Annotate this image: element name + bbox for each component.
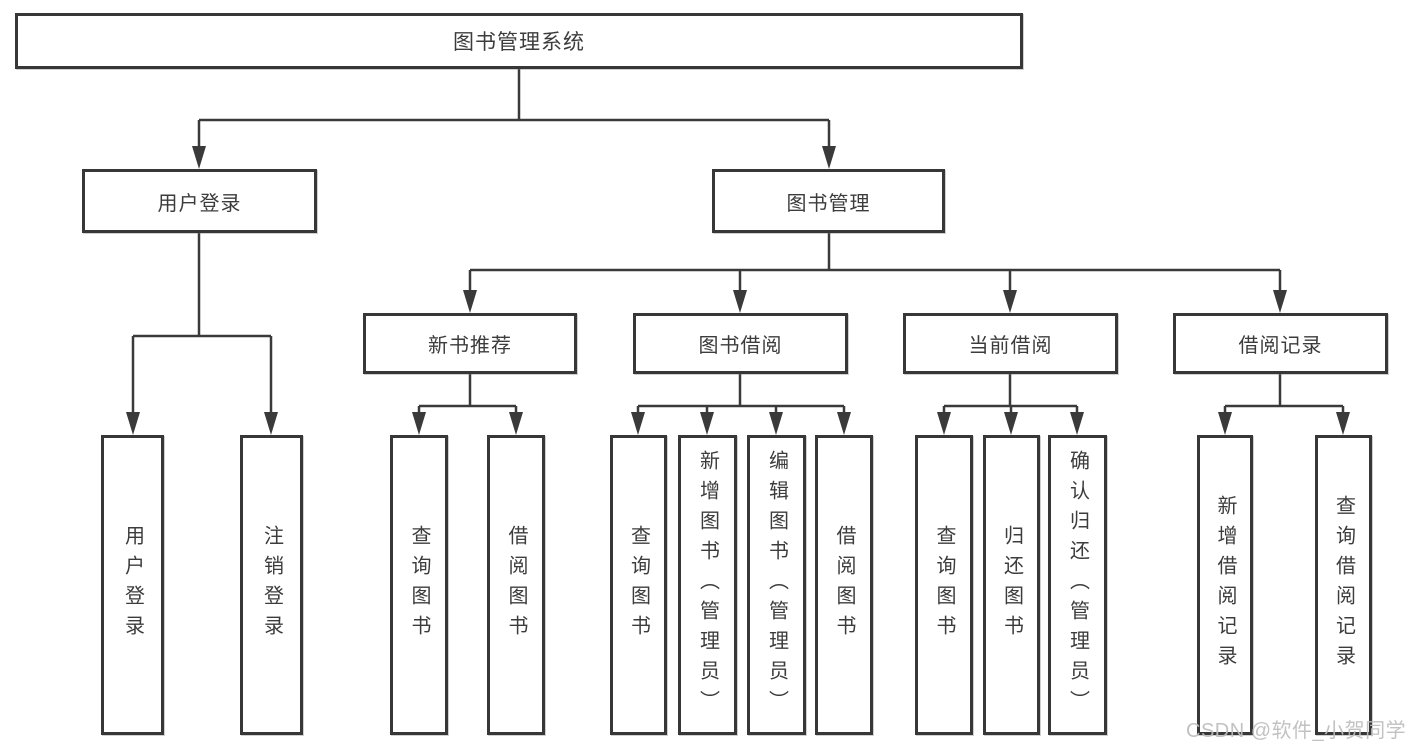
node-leaf-query-books-recommend: 查询图书 — [390, 435, 448, 735]
leaf-label: 新增借阅记录 — [1214, 495, 1236, 675]
node-leaf-query-books-current: 查询图书 — [915, 435, 973, 735]
leaf-label: 借阅图书 — [833, 525, 855, 645]
node-leaf-confirm-return-admin: 确认归还（管理员） — [1048, 435, 1107, 735]
leaf-label: 注销登录 — [260, 525, 283, 645]
node-leaf-query-books-borrow: 查询图书 — [610, 435, 667, 735]
node-new-book-recommendation: 新书推荐 — [363, 313, 577, 374]
node-current-borrowing: 当前借阅 — [903, 313, 1118, 374]
node-book-management: 图书管理 — [712, 169, 945, 233]
node-leaf-user-login: 用户登录 — [101, 435, 164, 735]
leaf-label: 查询图书 — [627, 525, 650, 645]
node-leaf-add-books-admin: 新增图书（管理员） — [678, 435, 737, 735]
csdn-watermark: CSDN @软件_小贺同学 — [1186, 720, 1405, 742]
node-leaf-query-borrow-record: 查询借阅记录 — [1315, 435, 1372, 735]
leaf-label: 确认归还（管理员） — [1066, 450, 1089, 720]
leaf-label: 归还图书 — [1000, 525, 1023, 645]
node-library-management-system: 图书管理系统 — [15, 13, 1023, 69]
leaf-label: 查询图书 — [408, 525, 430, 645]
leaf-label: 用户登录 — [121, 525, 144, 645]
node-leaf-add-borrow-record: 新增借阅记录 — [1197, 435, 1253, 735]
node-borrowing-records: 借阅记录 — [1173, 313, 1388, 374]
node-leaf-edit-books-admin: 编辑图书（管理员） — [747, 435, 806, 735]
leaf-label: 查询借阅记录 — [1332, 495, 1355, 675]
node-leaf-return-books: 归还图书 — [983, 435, 1040, 735]
node-book-borrowing: 图书借阅 — [633, 313, 848, 374]
node-leaf-logout: 注销登录 — [240, 435, 303, 735]
leaf-label: 编辑图书（管理员） — [765, 450, 788, 720]
node-user-login: 用户登录 — [82, 169, 317, 233]
leaf-label: 借阅图书 — [505, 525, 527, 645]
node-leaf-borrow-books-recommend: 借阅图书 — [487, 435, 545, 735]
leaf-label: 查询图书 — [933, 525, 955, 645]
arrowheads — [126, 146, 1350, 435]
leaf-label: 新增图书（管理员） — [696, 450, 719, 720]
node-leaf-borrow-books-borrow: 借阅图书 — [815, 435, 873, 735]
